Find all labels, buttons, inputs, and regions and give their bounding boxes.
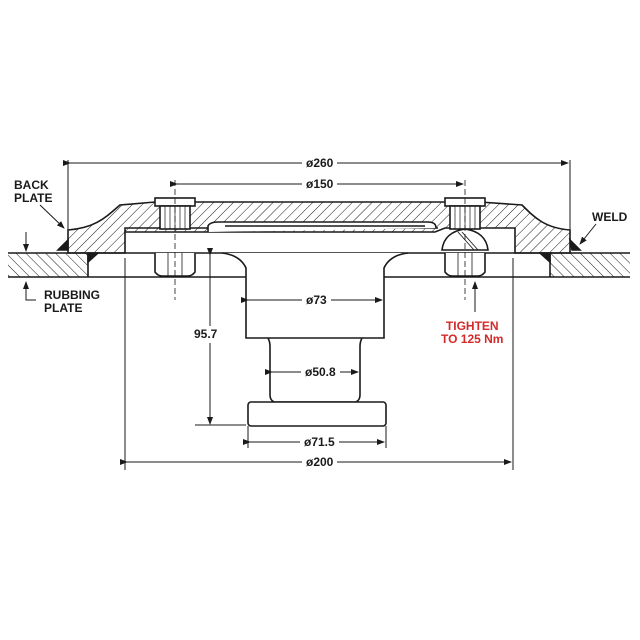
dim-diameter-260: ø260 [302, 157, 338, 170]
back-plate-label: BACK PLATE [14, 179, 52, 205]
rubbing-plate-right [550, 252, 630, 277]
tighten-torque-label: TIGHTEN TO 125 Nm [441, 320, 503, 346]
weld-label: WELD [592, 210, 628, 224]
dim-diameter-150: ø150 [302, 178, 338, 191]
tighten-line1: TIGHTEN [445, 319, 499, 333]
dim-diameter-200: ø200 [302, 456, 338, 469]
dim-diameter-71-5: ø71.5 [300, 436, 339, 449]
back-plate-label-line1: BACK [14, 178, 49, 192]
weld-right-bottom [537, 252, 551, 264]
weld-left-top [56, 238, 69, 251]
dim-height-95-7: 95.7 [194, 326, 218, 343]
hub-foot [247, 401, 387, 427]
rubbing-plate-label: RUBBING PLATE [44, 289, 100, 315]
dim-diameter-73: ø73 [302, 294, 331, 307]
rubbing-plate-left [8, 252, 88, 277]
weld-right-top [568, 237, 582, 251]
rubbing-plate-label-line1: RUBBING [44, 288, 100, 302]
weld-left-bottom [87, 252, 101, 264]
rubbing-plate-label-line2: PLATE [44, 301, 83, 315]
tighten-line2: TO 125 Nm [441, 332, 504, 346]
dim-diameter-50-8: ø50.8 [301, 366, 340, 379]
back-plate-label-line2: PLATE [14, 191, 53, 205]
